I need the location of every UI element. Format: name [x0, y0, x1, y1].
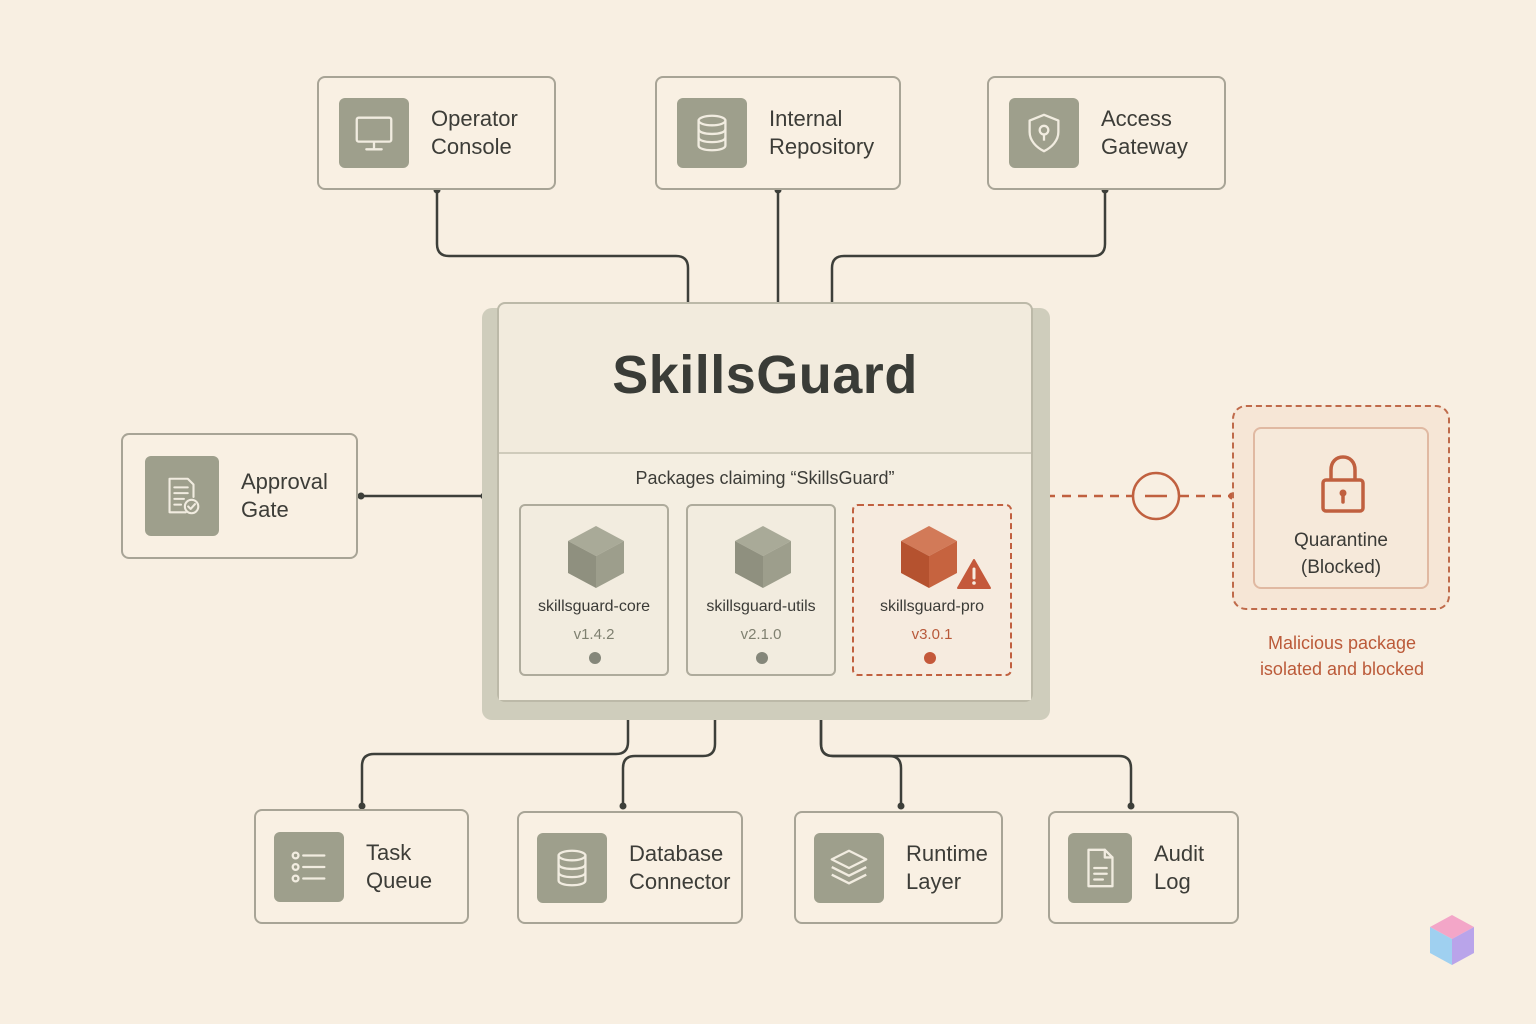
- list-icon: [274, 831, 344, 902]
- database-icon: [677, 98, 747, 168]
- package-name: skillsguard-pro: [879, 598, 985, 615]
- package-name: skillsguard-core: [537, 598, 651, 615]
- quarantine-box: Quarantine (Blocked): [1253, 427, 1429, 589]
- quarantine-label: Quarantine (Blocked): [1293, 530, 1388, 578]
- status-dot: [924, 652, 936, 664]
- node-internal-repository: Internal Repository: [655, 76, 901, 190]
- node-label: Approval Gate: [241, 469, 328, 522]
- package-version: v2.1.0: [740, 626, 782, 643]
- node-label: Access Gateway: [1101, 106, 1188, 159]
- file-text-icon: [1068, 832, 1132, 903]
- quarantine-zone: Quarantine (Blocked): [1232, 405, 1450, 610]
- packages-caption: Packages claiming “SkillsGuard”: [635, 468, 895, 488]
- node-access-gateway: Access Gateway: [987, 76, 1226, 190]
- package-card: skillsguard-core v1.4.2: [519, 504, 669, 676]
- node-label: Database Connector: [629, 840, 731, 894]
- node-label: Operator Console: [431, 106, 518, 159]
- status-dot: [756, 652, 768, 664]
- monitor-icon: [339, 98, 409, 168]
- status-dot: [589, 652, 601, 664]
- node-approval-gate: Approval Gate: [121, 433, 358, 559]
- package-version: v3.0.1: [911, 626, 953, 643]
- package-card-malicious: skillsguard-pro v3.0.1: [852, 504, 1012, 676]
- warning-icon: [957, 559, 991, 589]
- package-version: v1.4.2: [573, 626, 615, 643]
- shield-lock-icon: [1009, 98, 1079, 168]
- node-audit-log: Audit Log: [1048, 811, 1239, 924]
- layers-icon: [814, 832, 884, 903]
- lock-icon: [1321, 455, 1365, 513]
- node-label: Runtime Layer: [906, 840, 988, 894]
- core-title: SkillsGuard: [612, 345, 918, 405]
- package-cube-icon: [901, 526, 957, 588]
- node-task-queue: Task Queue: [254, 809, 469, 924]
- skillsguard-component: SkillsGuard Packages claiming “SkillsGua…: [497, 302, 1033, 702]
- node-label: Task Queue: [366, 839, 433, 893]
- node-label: Internal Repository: [769, 106, 875, 159]
- package-cube-icon: [568, 526, 624, 588]
- node-runtime-layer: Runtime Layer: [794, 811, 1003, 924]
- cube-logo-icon: [1430, 915, 1474, 965]
- package-cube-icon: [735, 526, 791, 588]
- package-name: skillsguard-utils: [706, 598, 816, 615]
- node-database-connector: Database Connector: [517, 811, 743, 924]
- node-label: Audit Log: [1154, 840, 1205, 894]
- packages-panel: Packages claiming “SkillsGuard” skillsgu…: [499, 452, 1031, 700]
- package-card: skillsguard-utils v2.1.0: [686, 504, 836, 676]
- quarantine-note: Malicious package isolated and blocked: [1259, 633, 1425, 679]
- database-icon: [537, 832, 607, 903]
- document-check-icon: [145, 456, 219, 536]
- node-operator-console: Operator Console: [317, 76, 556, 190]
